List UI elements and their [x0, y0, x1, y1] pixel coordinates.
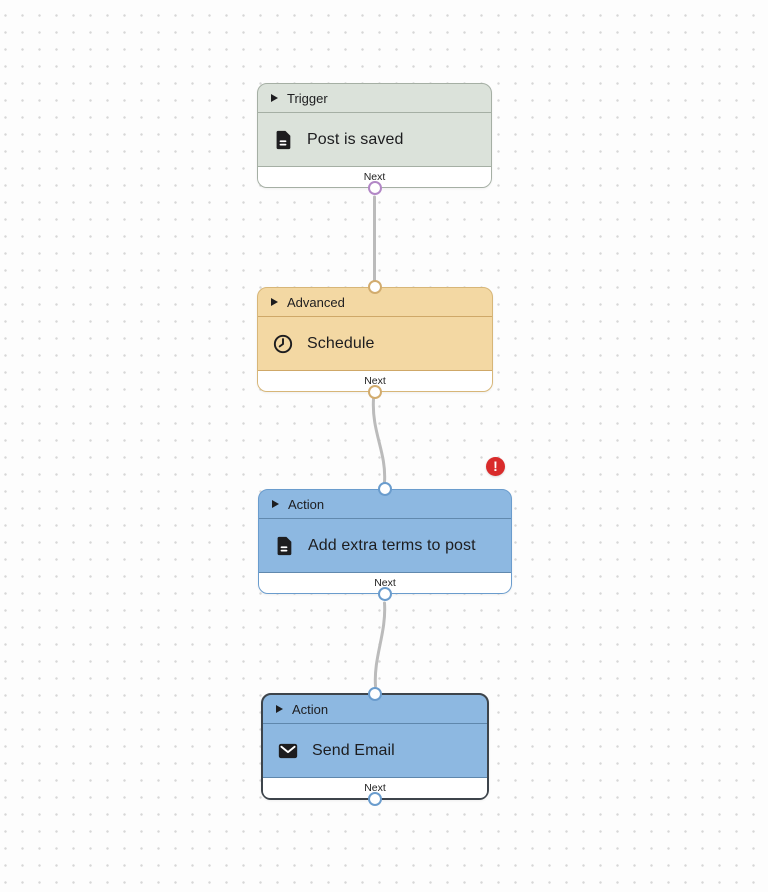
node-title: Post is saved — [307, 130, 404, 148]
node-trigger-header[interactable]: Trigger — [258, 84, 491, 113]
node-action2-header[interactable]: Action — [263, 695, 487, 724]
node-action2-body[interactable]: Send Email — [263, 724, 487, 777]
node-action2-footer: Next — [263, 777, 487, 798]
collapse-arrow-icon[interactable] — [272, 500, 279, 508]
node-category-label: Advanced — [287, 294, 345, 310]
node-category-label: Action — [288, 496, 325, 512]
next-label: Next — [364, 782, 386, 794]
connector-advanced-to-action1[interactable] — [371, 397, 387, 484]
output-port[interactable] — [378, 587, 392, 601]
node-trigger-body[interactable]: Post is saved — [258, 113, 491, 166]
node-title: Send Email — [312, 741, 395, 759]
input-port[interactable] — [368, 280, 382, 294]
output-port[interactable] — [368, 792, 382, 806]
node-category-label: Trigger — [287, 90, 328, 106]
collapse-arrow-icon[interactable] — [271, 298, 278, 306]
clock-icon — [272, 333, 294, 355]
document-icon — [273, 535, 295, 557]
input-port[interactable] — [368, 687, 382, 701]
collapse-arrow-icon[interactable] — [271, 94, 278, 102]
connector-action1-to-action2[interactable] — [373, 601, 387, 688]
error-exclamation-icon: ! — [493, 458, 498, 474]
node-action1-footer: Next — [259, 572, 511, 593]
node-title: Schedule — [307, 334, 375, 352]
node-advanced-schedule[interactable]: Advanced Schedule Next — [257, 280, 493, 399]
next-label: Next — [364, 375, 386, 387]
node-category-label: Action — [292, 701, 329, 717]
node-action-send-email[interactable]: Action Send Email Next — [261, 687, 489, 806]
input-port[interactable] — [378, 482, 392, 496]
node-action1-header[interactable]: Action — [259, 490, 511, 519]
collapse-arrow-icon[interactable] — [276, 705, 283, 713]
node-trigger-footer: Next — [258, 166, 491, 187]
node-title: Add extra terms to post — [308, 536, 476, 554]
next-label: Next — [363, 171, 386, 183]
node-advanced-header[interactable]: Advanced — [258, 288, 492, 317]
document-icon — [272, 129, 294, 151]
next-label: Next — [374, 577, 396, 589]
node-action1-body[interactable]: Add extra terms to post — [259, 519, 511, 572]
node-trigger[interactable]: Trigger Post is saved Next — [257, 83, 492, 195]
error-badge[interactable]: ! — [486, 457, 505, 476]
node-advanced-footer: Next — [258, 370, 492, 391]
envelope-icon — [277, 740, 299, 762]
output-port[interactable] — [367, 181, 382, 195]
output-port[interactable] — [368, 385, 382, 399]
node-advanced-body[interactable]: Schedule — [258, 317, 492, 370]
node-action-add-extra-terms[interactable]: Action Add extra terms to post Next — [258, 482, 512, 601]
